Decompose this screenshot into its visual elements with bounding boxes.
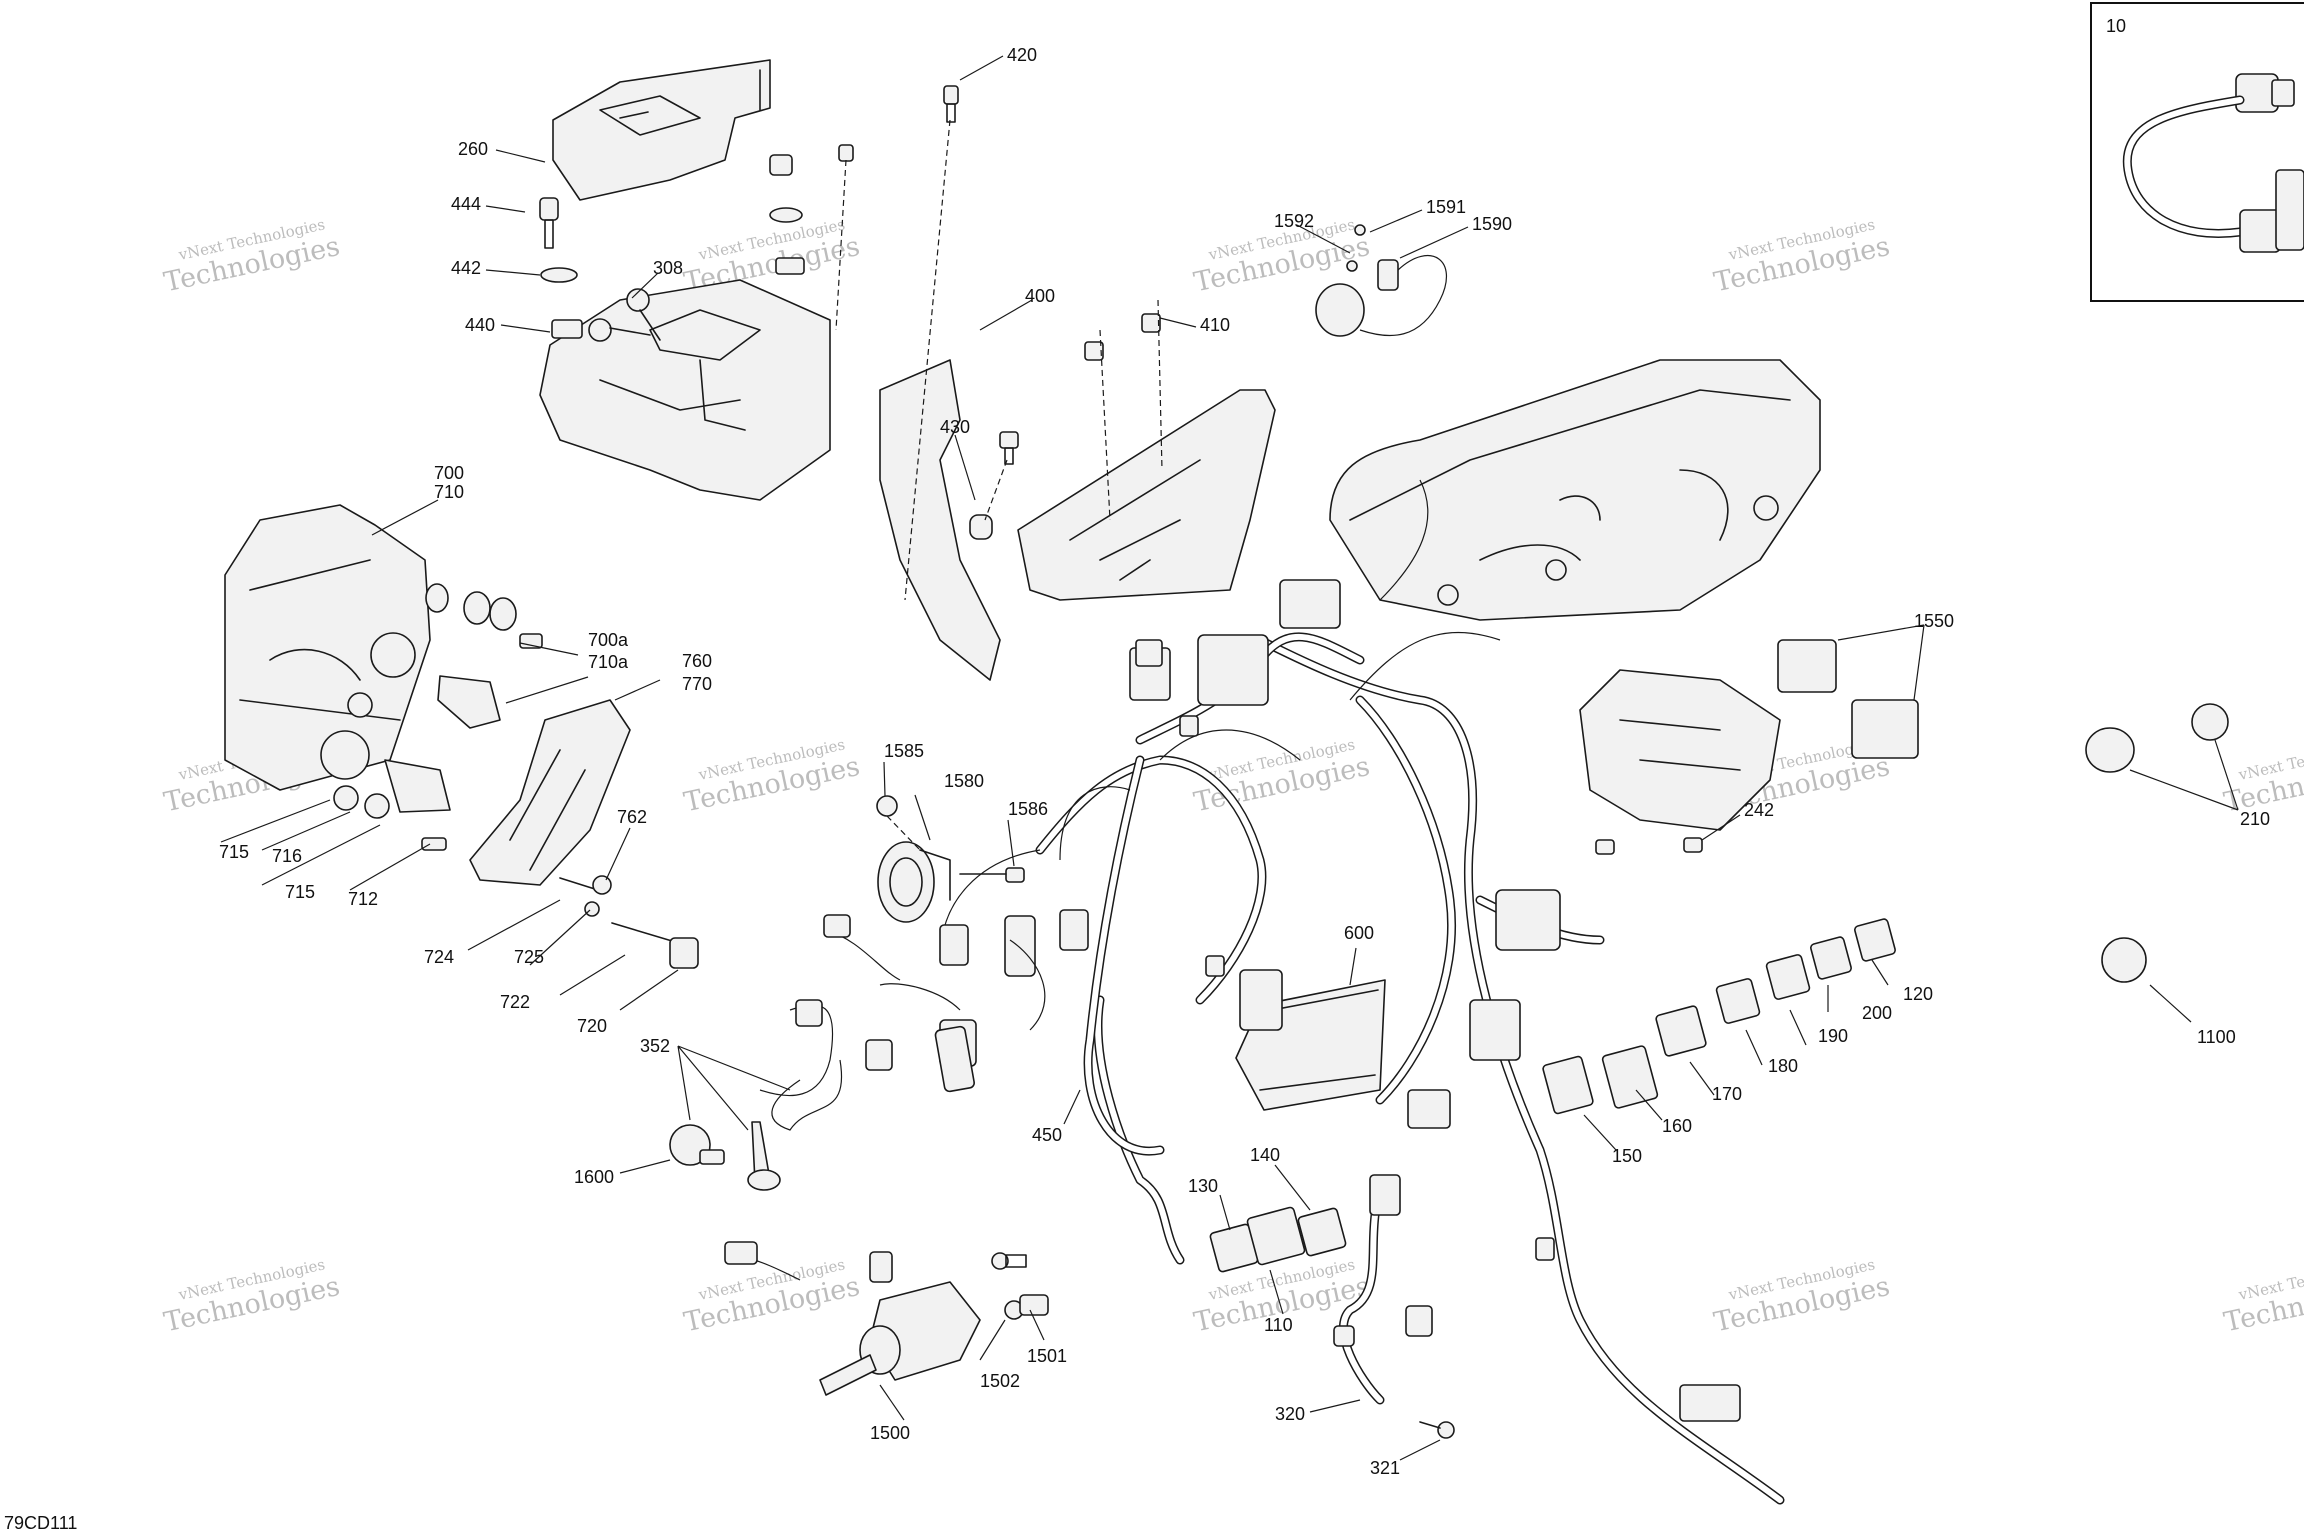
label-710a: 710a: [588, 652, 629, 672]
label-1590: 1590: [1472, 214, 1512, 234]
label-320: 320: [1275, 1404, 1305, 1424]
label-725: 725: [514, 947, 544, 967]
label-710: 710: [434, 482, 464, 502]
label-1592: 1592: [1274, 211, 1314, 231]
watermarks: vNext Technologies Technologies vNext Te…: [161, 215, 2304, 1338]
label-440: 440: [465, 315, 495, 335]
label-1591: 1591: [1426, 197, 1466, 217]
label-180: 180: [1768, 1056, 1798, 1076]
inset-label: 10: [2106, 16, 2126, 36]
horn-assembly: [876, 795, 1025, 923]
label-600: 600: [1344, 923, 1374, 943]
label-762: 762: [617, 807, 647, 827]
label-110: 110: [1264, 1315, 1293, 1335]
label-210: 210: [2240, 809, 2270, 829]
label-1580: 1580: [944, 771, 984, 791]
label-1585: 1585: [884, 741, 924, 761]
label-715: 715: [285, 882, 315, 902]
label-770: 770: [682, 674, 712, 694]
label-430: 430: [940, 417, 970, 437]
label-400: 400: [1025, 286, 1055, 306]
label-321: 321: [1370, 1458, 1400, 1478]
bracket-440: [539, 279, 831, 501]
label-1100: 1100: [2197, 1027, 2236, 1047]
label-352: 352: [640, 1036, 670, 1056]
relay-1550-b: [1851, 699, 1919, 759]
label-140: 140: [1250, 1145, 1280, 1165]
dash-panel: [1017, 299, 1276, 601]
main-connector: [1197, 634, 1269, 706]
diagram-id: 79CD111: [4, 1513, 77, 1533]
label-700a: 700a: [588, 630, 629, 650]
cluster-housing-body: [1329, 359, 1821, 621]
left-wires: [669, 914, 1046, 1191]
harness-end-connector: [1679, 1384, 1741, 1422]
label-1586: 1586: [1008, 799, 1048, 819]
support-400: [879, 359, 1001, 681]
part-labels: 260 444 442 308 440 420 400 410 430 1592…: [219, 45, 2270, 1478]
fasteners-top: [539, 85, 1161, 540]
label-715: 715: [219, 842, 249, 862]
label-442: 442: [451, 258, 481, 278]
label-1501: 1501: [1027, 1346, 1067, 1366]
wiring-harness: [939, 479, 1785, 1505]
label-722: 722: [500, 992, 530, 1012]
label-150: 150: [1612, 1146, 1642, 1166]
label-420: 420: [1007, 45, 1037, 65]
relay-1550-a: [1777, 639, 1837, 693]
label-410: 410: [1200, 315, 1230, 335]
dash-panel-body: [1017, 389, 1276, 601]
label-724: 724: [424, 947, 454, 967]
label-200: 200: [1862, 1003, 1892, 1023]
label-716: 716: [272, 846, 302, 866]
label-444: 444: [451, 194, 481, 214]
right-parts: [1315, 224, 2229, 983]
label-1500: 1500: [870, 1423, 910, 1443]
label-308: 308: [653, 258, 683, 278]
label-260: 260: [458, 139, 488, 159]
cover-260: [552, 59, 771, 201]
label-1502: 1502: [980, 1371, 1020, 1391]
inset-frame: [2090, 2, 2304, 302]
top-bracket-assembly: [539, 59, 1161, 681]
display-600: [1235, 969, 1386, 1111]
switch-assembly: [724, 1241, 1049, 1396]
label-760: 760: [682, 651, 712, 671]
leader-lines: [220, 55, 2239, 1461]
label-160: 160: [1662, 1116, 1692, 1136]
fuse-box-242: [1579, 669, 1781, 831]
label-242: 242: [1744, 800, 1774, 820]
label-120: 120: [1903, 984, 1933, 1004]
label-700: 700: [434, 463, 464, 483]
label-130: 130: [1188, 1176, 1218, 1196]
extension-cable-drawing: [2122, 73, 2304, 253]
label-720: 720: [577, 1016, 607, 1036]
label-1600: 1600: [574, 1167, 614, 1187]
bracket-760: [469, 699, 631, 886]
label-450: 450: [1032, 1125, 1062, 1145]
label-1550: 1550: [1914, 611, 1954, 631]
relay-array: [1209, 918, 1896, 1439]
label-190: 190: [1818, 1026, 1848, 1046]
headlight-assembly: [224, 504, 699, 969]
cluster-housing: [1329, 359, 1821, 621]
label-712: 712: [348, 889, 378, 909]
inset-panel: 10: [2090, 2, 2304, 302]
label-170: 170: [1712, 1084, 1742, 1104]
